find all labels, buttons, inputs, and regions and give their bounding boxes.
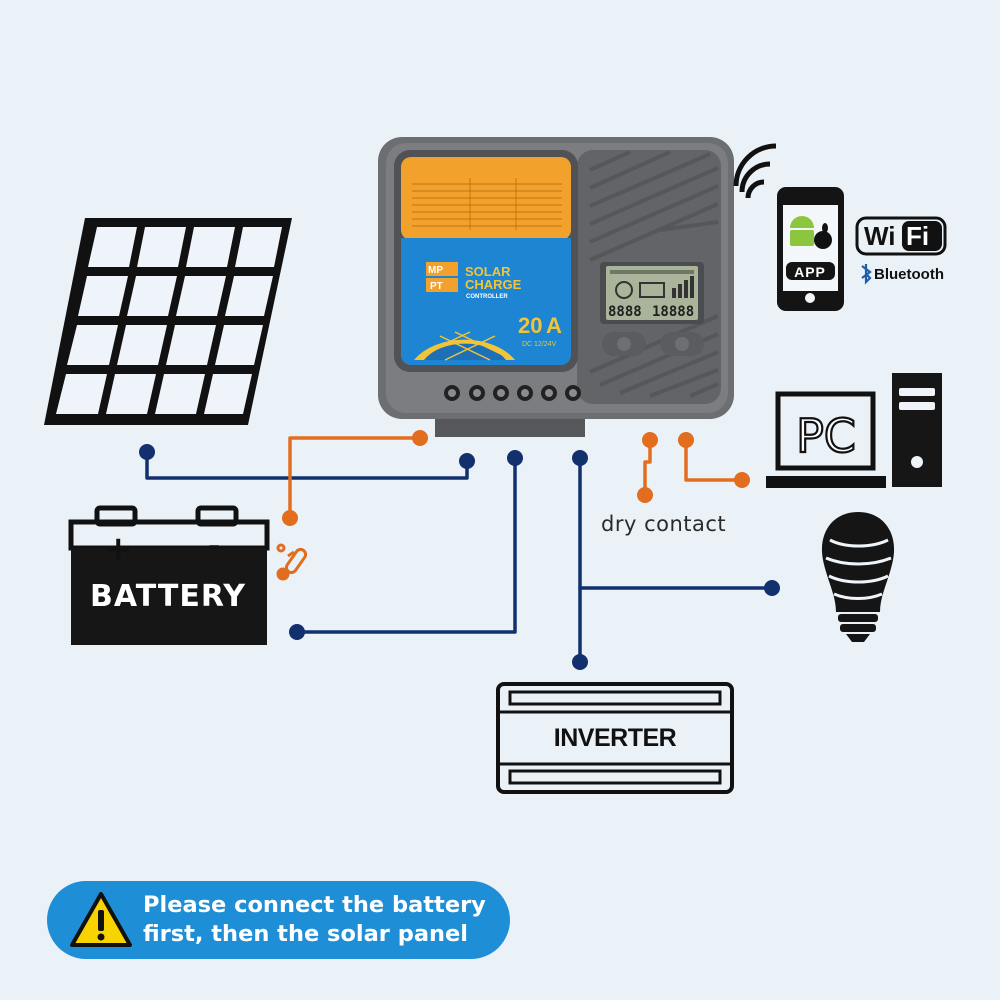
lcd-screen — [606, 266, 698, 320]
terminal-dot — [572, 450, 588, 466]
terminal-dot — [572, 654, 588, 670]
terminal-dot — [459, 453, 475, 469]
bluetooth-badge: Bluetooth — [861, 264, 944, 285]
controller-title-3: CONTROLLER — [466, 294, 508, 300]
inverter-icon: INVERTER — [496, 682, 734, 794]
terminal-dot — [139, 444, 155, 460]
wifi-label-a: Wi — [864, 221, 896, 251]
wire-dry-contact — [643, 438, 652, 497]
terminal-dot — [507, 450, 523, 466]
battery-plus: + — [104, 529, 133, 569]
notice-text: Please connect the battery first, then t… — [143, 891, 486, 949]
bluetooth-icon — [861, 264, 872, 285]
dry-contact-label: dry contact — [601, 512, 726, 536]
current-unit: A — [546, 313, 562, 338]
sun-logo — [414, 331, 515, 361]
pc-icon: PC — [766, 373, 942, 488]
wires — [145, 436, 774, 664]
wifi-label-b: Fi — [906, 221, 929, 251]
terminal-dot — [678, 432, 694, 448]
wire-solar-panel — [145, 450, 469, 480]
voltage-rating: DC 12/24V — [522, 341, 557, 348]
controller-title-1: SOLAR — [465, 264, 511, 279]
terminal-dot — [637, 487, 653, 503]
temperature-sensor-icon — [276, 543, 308, 581]
connection-notice: Please connect the battery first, then t… — [47, 881, 510, 959]
inverter-label: INVERTER — [554, 724, 677, 752]
light-bulb-icon — [821, 512, 895, 642]
terminal-dot — [734, 472, 750, 488]
terminal-dot — [412, 430, 428, 446]
warning-icon — [70, 892, 132, 947]
battery-icon: + - BATTERY — [68, 505, 270, 645]
bluetooth-label: Bluetooth — [874, 266, 944, 283]
terminal-dot — [764, 580, 780, 596]
charge-controller: 8888 18888 MP PT SOLAR CHARGE — [378, 137, 734, 437]
terminal-dot — [282, 510, 298, 526]
wire-temp-sensor — [288, 436, 422, 520]
terminal-dot — [289, 624, 305, 640]
wire-pc — [684, 438, 744, 482]
apple-icon — [814, 223, 832, 249]
solar-panel-icon — [44, 218, 292, 425]
wifi-badge: Wi Fi — [855, 216, 947, 256]
wire-terminals — [139, 430, 780, 670]
notice-line-1: Please connect the battery — [143, 892, 486, 918]
android-icon — [790, 216, 814, 246]
smartphone-icon: APP — [733, 143, 844, 311]
app-label: APP — [794, 264, 826, 280]
current-rating: 20 — [518, 313, 542, 338]
wire-battery — [295, 456, 517, 634]
lcd-digits-right: 18888 — [652, 304, 694, 320]
notice-line-2: first, then the solar panel — [143, 921, 469, 947]
badge-bottom: PT — [430, 281, 443, 292]
terminal-block — [444, 385, 581, 401]
controller-title-2: CHARGE — [465, 277, 522, 292]
spec-table — [401, 157, 571, 240]
badge-top: MP — [428, 265, 443, 276]
lcd-digits-left: 8888 — [608, 304, 642, 320]
battery-label: BATTERY — [90, 579, 246, 614]
pc-label: PC — [796, 409, 856, 463]
battery-minus: - — [208, 529, 220, 564]
terminal-dot — [642, 432, 658, 448]
